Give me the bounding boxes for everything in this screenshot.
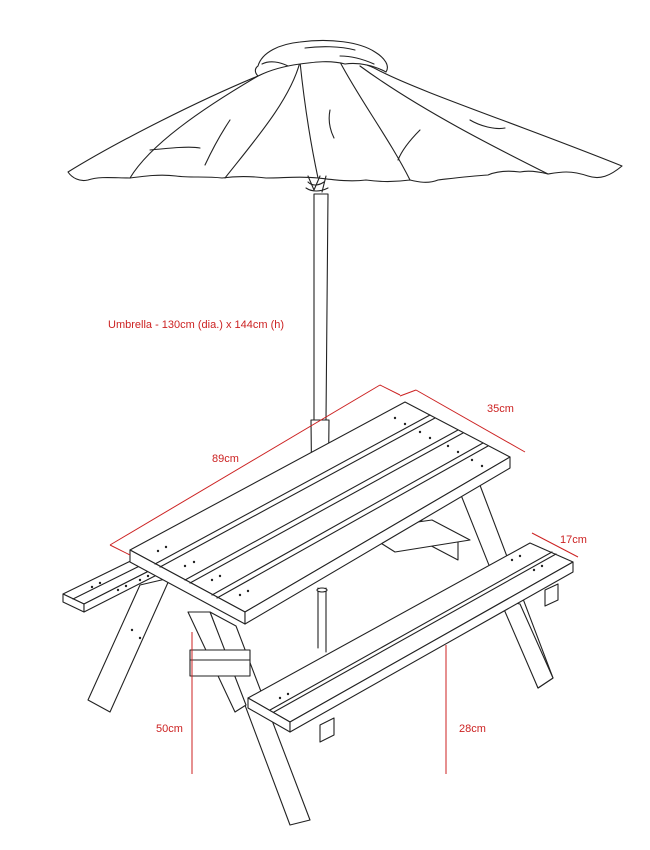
front-table-legs: [187, 611, 311, 826]
right-bench: [247, 542, 574, 743]
bench-width-label: 17cm: [560, 534, 587, 546]
table-top: [129, 401, 511, 625]
bench-height-label: 28cm: [459, 723, 486, 735]
umbrella-canopy: [67, 39, 623, 193]
dimension-lines: [109, 384, 579, 774]
table-length-label: 89cm: [212, 453, 239, 465]
table-width-label: 35cm: [487, 403, 514, 415]
umbrella-dimension-label: Umbrella - 130cm (dia.) x 144cm (h): [108, 319, 285, 331]
table-height-label: 50cm: [156, 723, 183, 735]
